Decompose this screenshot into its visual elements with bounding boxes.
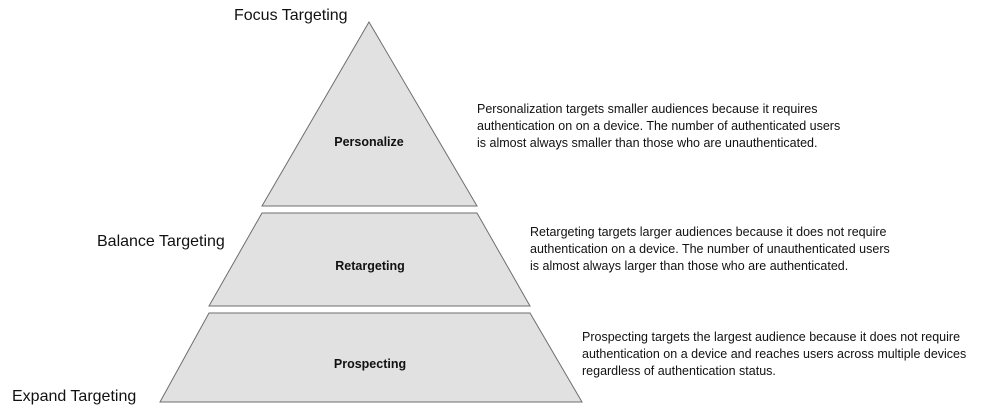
description-prospecting: Prospecting targets the largest audience… [582, 329, 966, 380]
description-retargeting: Retargeting targets larger audiences bec… [530, 224, 890, 275]
description-line: is almost always larger than those who a… [530, 259, 849, 273]
description-line: is almost always smaller than those who … [477, 136, 818, 150]
description-line: Retargeting targets larger audiences bec… [530, 225, 887, 239]
tier-shape-prospecting [159, 312, 583, 403]
tier-shape-retargeting [208, 212, 531, 307]
description-personalize: Personalization targets smaller audience… [477, 101, 840, 152]
description-line: Prospecting targets the largest audience… [582, 330, 961, 344]
tier-label-retargeting: Retargeting [335, 259, 405, 273]
description-line: authentication on on a device. The numbe… [477, 119, 841, 133]
level-label-balance: Balance Targeting [97, 233, 225, 250]
level-label-focus: Focus Targeting [234, 7, 348, 24]
description-line: authentication on a device and reaches u… [582, 347, 967, 361]
level-label-expand: Expand Targeting [12, 388, 137, 405]
tier-label-personalize: Personalize [334, 135, 404, 149]
description-line: Personalization targets smaller audience… [477, 102, 818, 116]
tier-label-prospecting: Prospecting [333, 357, 407, 371]
description-line: regardless of authentication status. [582, 364, 776, 378]
description-line: authentication on a device. The number o… [530, 242, 890, 256]
tier-shape-personalize [261, 21, 478, 207]
